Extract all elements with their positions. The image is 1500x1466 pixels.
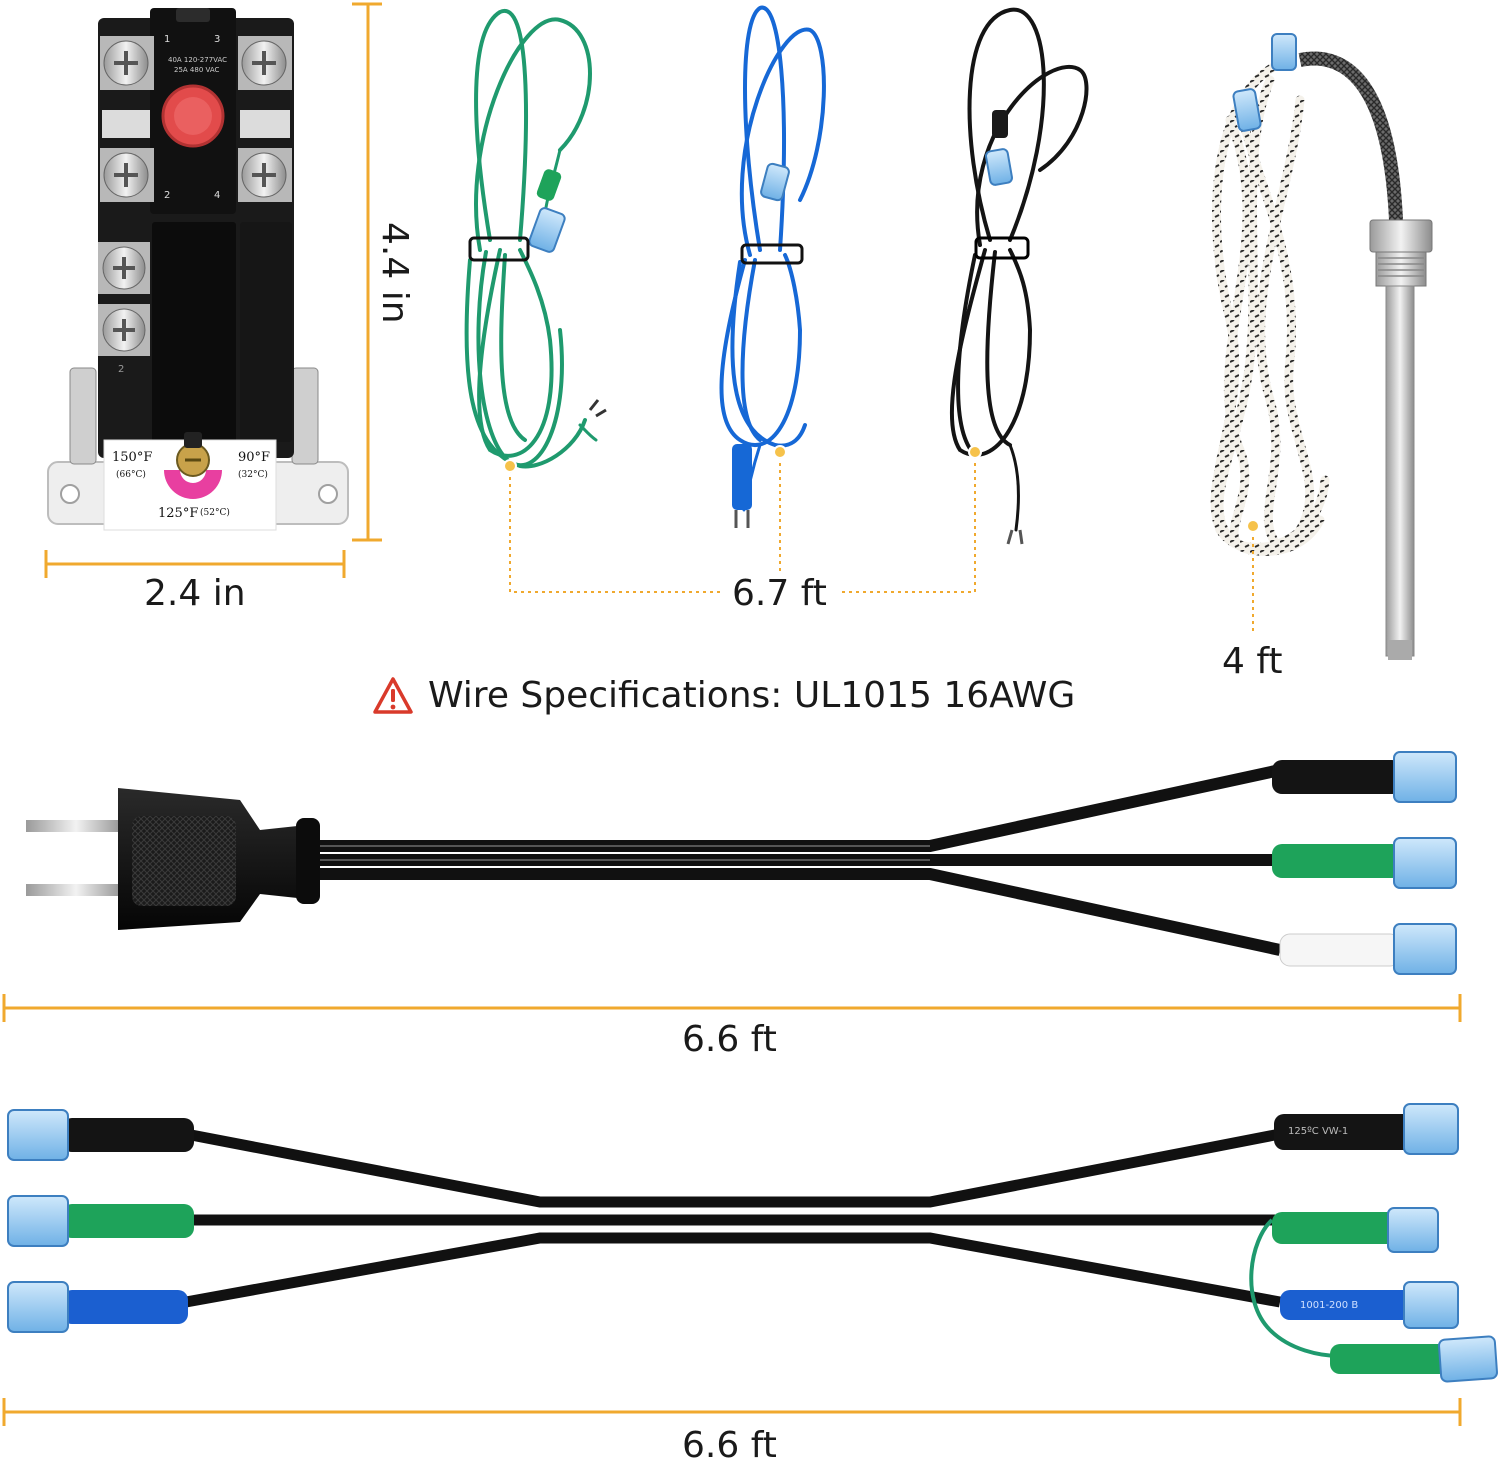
thermostat-dimension-lines [44,2,382,578]
terminal-middle [1393,837,1457,889]
wire-spec-row: Wire Specifications: UL1015 16AWG [372,674,1075,718]
length-marker-dots [503,445,1260,533]
side-clip-left [69,367,97,465]
blue-coiled-wire [719,5,826,512]
thermostat-width-label: 2.4 in [144,573,246,614]
dial-scale [164,470,222,499]
terminal-screws [98,36,292,356]
probe-braided-coil [1210,55,1330,556]
right-sleeve-green [1272,1212,1404,1244]
thermostat-height-label: 4.4 in [374,222,415,324]
black-wire-terminals [985,110,1024,545]
side-mark: 2 [118,364,125,375]
sleeve-print-top: 125ºC VW-1 [1288,1126,1349,1137]
thermostat [47,8,349,531]
terminal-number-4: 4 [214,190,221,201]
sleeve-green [1272,844,1402,878]
right-sleeve-black [1274,1114,1416,1150]
sleeve-black [1272,760,1402,794]
dial-label-low: 90°F [238,450,271,465]
sleeve-white [1279,933,1401,967]
left-sleeve-green [62,1204,194,1238]
probe-fitting [1369,219,1433,253]
cover-plate [152,222,236,442]
plug-harness-dimension-line [2,994,1462,1022]
bracket-hole-left [60,484,80,504]
warning-triangle-icon [373,677,413,714]
terminal-number-1: 1 [164,34,171,45]
probe-length-label: 4 ft [1222,641,1283,682]
sleeve-print-blue: 1001-200 B [1300,1300,1359,1311]
plug-grip [132,816,236,906]
blue-wire-terminals [732,162,790,528]
dial-label-mid-celsius: (52°C) [200,508,230,518]
left-terminal-top [7,1109,69,1161]
dial-label-mid: 125°F [158,506,199,521]
plug-pin-bottom [26,884,126,896]
left-sleeve-black [62,1118,194,1152]
right-sleeve-green-jumper [1330,1344,1450,1374]
right-terminal-top [1403,1103,1459,1155]
dial-label-high-celsius: (66°C) [116,470,146,480]
green-jumper-loop [1249,1218,1341,1358]
terminal-top [1393,751,1457,803]
probe-braided-lead [1298,51,1403,221]
sensor-probe [1210,33,1433,660]
rating-line-2: 25A 480 VAC [174,66,220,74]
jumper-harness [7,1103,1498,1383]
terminal-number-3: 3 [214,34,221,45]
black-coiled-wire [949,7,1089,532]
green-wire-terminals [528,169,607,418]
side-clip-right [291,367,319,465]
wire-spec-text: Wire Specifications: UL1015 16AWG [428,675,1076,716]
terminal-bottom [1393,923,1457,975]
plug-harness-length-label: 6.6 ft [682,1019,777,1060]
green-wire-tie [468,236,530,262]
left-terminal-bottom [7,1281,69,1333]
green-coiled-wire [464,8,598,469]
height-dimension-line [352,2,382,542]
jumper-harness-dimension-line [2,1398,1462,1426]
right-terminal-middle [1387,1207,1439,1253]
right-terminal-bottom [1403,1281,1459,1329]
width-dimension-line [44,550,346,578]
plug-pin-top [26,820,126,832]
rating-line-1: 40A 120-277VAC [168,56,228,64]
plug-harness [3,751,1457,975]
jumper-harness-length-label: 6.6 ft [682,1425,777,1466]
right-sleeve-blue [1280,1290,1420,1320]
wire-length-markers [509,456,1254,634]
bracket-hole-right [318,484,338,504]
plug-strain-relief [296,818,320,904]
wire-length-label: 6.7 ft [732,573,827,614]
left-sleeve-blue [62,1290,188,1324]
terminal-number-2: 2 [164,190,171,201]
right-terminal-jumper [1438,1335,1498,1383]
probe-rod [1385,285,1415,657]
blue-wire-tie [740,243,804,265]
dial-label-high: 150°F [112,450,153,465]
dial-label-low-celsius: (32°C) [238,470,268,480]
left-terminal-middle [7,1195,69,1247]
black-wire-tie [974,236,1030,260]
